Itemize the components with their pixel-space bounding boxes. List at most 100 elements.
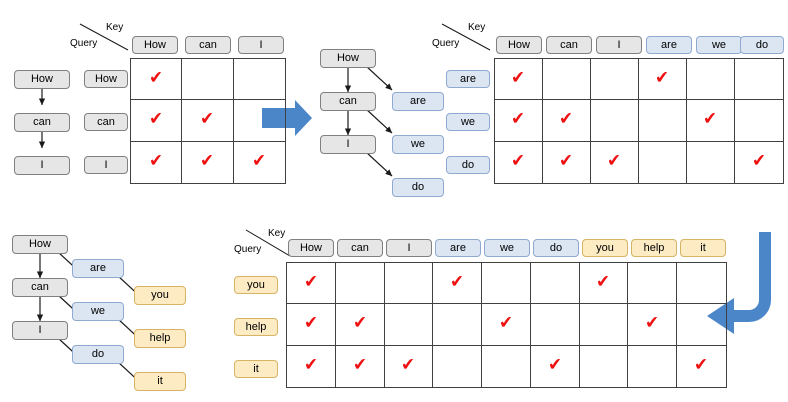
cell[interactable]	[580, 345, 629, 387]
matrix2-col-header-we: we	[696, 36, 742, 54]
cell[interactable]	[433, 304, 483, 346]
matrix3-row-header-help: help	[234, 318, 278, 336]
matrix2-col-header-are: are	[646, 36, 692, 54]
cell[interactable]	[233, 100, 285, 142]
tree3-node-help: help	[134, 329, 186, 348]
check-icon: ✔	[751, 150, 767, 172]
cell[interactable]	[384, 304, 434, 346]
check-icon: ✔	[654, 67, 671, 89]
cell[interactable]	[639, 141, 687, 183]
cell[interactable]: ✔	[287, 304, 336, 346]
matrix3-col-header-do: do	[533, 239, 579, 257]
cell[interactable]: ✔	[234, 142, 285, 183]
cell[interactable]	[433, 345, 483, 387]
cell[interactable]: ✔	[287, 263, 336, 305]
chain-node-i: I	[14, 156, 70, 175]
check-icon: ✔	[449, 271, 465, 293]
matrix3-col-header-i: I	[386, 239, 432, 257]
check-icon: ✔	[702, 108, 719, 130]
cell[interactable]: ✔	[131, 141, 183, 183]
matrix1-col-header-how: How	[132, 36, 178, 54]
tree3-node-are: are	[72, 259, 124, 278]
cell[interactable]	[591, 59, 639, 101]
check-icon: ✔	[558, 150, 575, 172]
matrix2-col-header-do: do	[740, 36, 784, 54]
cell[interactable]: ✔	[287, 345, 336, 387]
cell[interactable]	[482, 263, 531, 305]
matrix3-col-header-you: you	[582, 239, 628, 257]
matrix1-grid: ✔ ✔ ✔ ✔ ✔ ✔	[130, 58, 286, 184]
cell[interactable]	[384, 263, 434, 305]
cell[interactable]: ✔	[433, 263, 483, 305]
matrix2-row-header-are: are	[446, 70, 490, 88]
cell[interactable]	[543, 59, 591, 101]
cell[interactable]: ✔	[495, 59, 543, 101]
cell[interactable]	[530, 304, 580, 346]
cell[interactable]: ✔	[482, 304, 531, 346]
tree2-node-we: we	[392, 135, 444, 154]
check-icon: ✔	[510, 108, 527, 130]
cell[interactable]: ✔	[687, 100, 735, 142]
cell[interactable]	[530, 263, 580, 305]
cell[interactable]: ✔	[182, 141, 234, 183]
cell[interactable]	[687, 59, 735, 101]
cell[interactable]: ✔	[543, 141, 591, 183]
cell[interactable]	[687, 141, 735, 183]
cell[interactable]	[579, 304, 629, 346]
matrix1-row-header-can: can	[84, 113, 128, 131]
tree3-node-do: do	[72, 345, 124, 364]
chain-node-how: How	[14, 70, 70, 89]
matrix3-col-header-it: it	[680, 239, 726, 257]
check-icon: ✔	[644, 312, 661, 334]
cell[interactable]	[335, 263, 385, 305]
check-icon: ✔	[351, 312, 368, 334]
matrix3-col-header-we: we	[484, 239, 530, 257]
cell[interactable]: ✔	[531, 345, 580, 387]
key-query-corner-3: Key Query	[234, 228, 292, 258]
cell[interactable]: ✔	[639, 59, 687, 101]
cell[interactable]: ✔	[495, 100, 543, 142]
cell[interactable]	[233, 59, 285, 101]
cell[interactable]: ✔	[385, 345, 434, 387]
cell[interactable]: ✔	[628, 304, 678, 346]
cell[interactable]	[182, 59, 234, 101]
tree2-node-can: can	[320, 92, 376, 111]
cell[interactable]: ✔	[735, 142, 783, 183]
tree3-node-we: we	[72, 302, 124, 321]
key-query-corner-1: Key Query	[70, 22, 130, 52]
cell[interactable]	[482, 345, 531, 387]
cell[interactable]: ✔	[677, 346, 726, 387]
cell[interactable]	[628, 345, 678, 387]
cell[interactable]	[677, 304, 726, 346]
cell[interactable]	[591, 100, 639, 142]
matrix2-row-header-we: we	[446, 113, 490, 131]
cell[interactable]: ✔	[335, 304, 385, 346]
cell[interactable]	[639, 100, 687, 142]
key-axis-label: Key	[106, 22, 124, 33]
cell[interactable]: ✔	[495, 141, 543, 183]
cell[interactable]: ✔	[579, 263, 629, 305]
cell[interactable]: ✔	[543, 100, 591, 142]
check-icon: ✔	[595, 271, 612, 293]
cell[interactable]	[735, 100, 783, 142]
cell[interactable]: ✔	[591, 141, 639, 183]
tree3-node-it: it	[134, 372, 186, 391]
tree3-node-how: How	[12, 235, 68, 254]
cell[interactable]: ✔	[131, 100, 183, 142]
matrix2-col-header-i: I	[596, 36, 642, 54]
cell[interactable]	[735, 59, 783, 101]
cell[interactable]	[628, 263, 678, 305]
check-icon: ✔	[303, 354, 319, 376]
cell[interactable]: ✔	[182, 100, 234, 142]
cell[interactable]	[677, 263, 726, 305]
check-icon: ✔	[510, 150, 527, 172]
check-icon: ✔	[400, 354, 417, 376]
cell[interactable]: ✔	[131, 59, 183, 101]
check-icon: ✔	[498, 312, 514, 334]
matrix1-row-header-how: How	[84, 70, 128, 88]
check-icon: ✔	[693, 354, 710, 376]
matrix1-col-header-i: I	[238, 36, 284, 54]
cell[interactable]: ✔	[336, 345, 385, 387]
check-icon: ✔	[606, 150, 623, 172]
matrix2-row-header-do: do	[446, 156, 490, 174]
